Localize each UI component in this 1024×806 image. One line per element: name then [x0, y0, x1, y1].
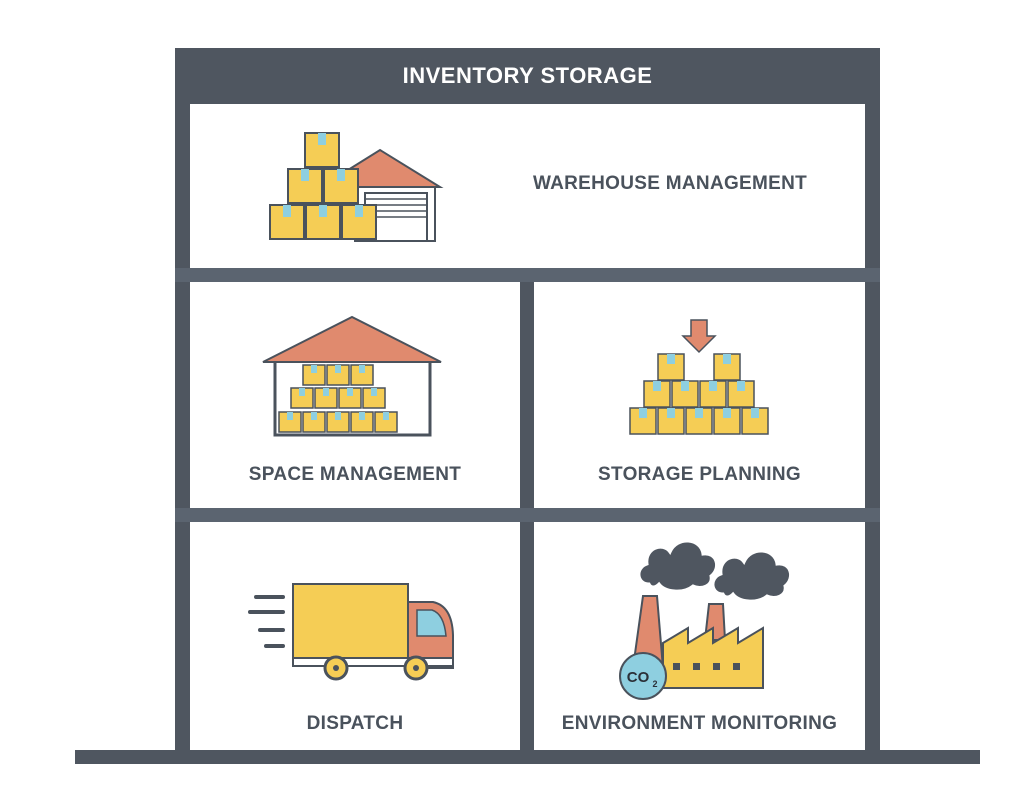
- cell-label-warehouse-management: WAREHOUSE MANAGEMENT: [532, 173, 808, 194]
- right-pillar: [865, 48, 880, 753]
- cell-label-storage-planning: STORAGE PLANNING: [598, 464, 801, 485]
- ground-line: [75, 750, 980, 764]
- cell-label-environment-monitoring: ENVIRONMENT MONITORING: [561, 713, 838, 734]
- cell-label-space-management: SPACE MANAGEMENT: [248, 464, 462, 485]
- left-pillar: [175, 48, 190, 753]
- factory-co2-icon: CO 2: [619, 539, 793, 700]
- co2-subscript: 2: [652, 679, 657, 689]
- warehouse-boxes-icon: [269, 132, 444, 242]
- floor-beam-1: [175, 268, 880, 282]
- box-pyramid-arrow-icon: [629, 319, 769, 435]
- cell-label-dispatch: DISPATCH: [306, 713, 404, 734]
- delivery-truck-icon: [248, 583, 454, 681]
- co2-label: CO: [627, 669, 650, 686]
- header-bar: [175, 48, 880, 104]
- diagram-title: INVENTORY STORAGE: [402, 63, 653, 88]
- house-boxes-icon: [262, 315, 442, 437]
- floor-beam-2: [175, 508, 880, 522]
